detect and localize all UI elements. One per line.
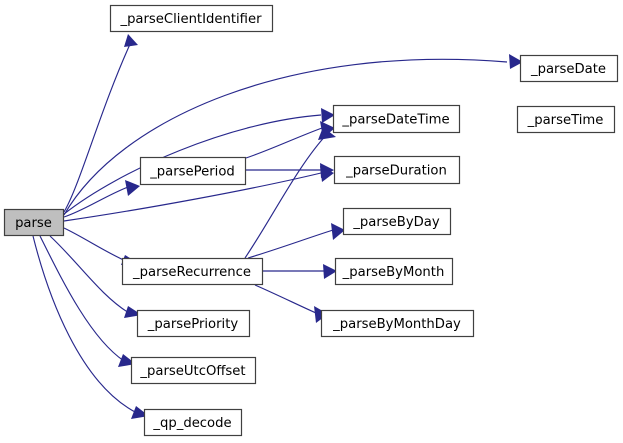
edge-parse-to-parseUtcOffset [39, 235, 136, 367]
node-box[interactable] [332, 104, 461, 134]
node-qpDecode[interactable]: _qp_decode [143, 408, 243, 437]
edge-line [254, 284, 317, 314]
node-parseByMonthDay[interactable]: _parseByMonthDay [320, 309, 475, 338]
edge-line [244, 132, 329, 259]
node-label: _parsePeriod [149, 165, 235, 180]
node-box[interactable] [342, 207, 452, 236]
node-label: _parseDate [530, 62, 606, 77]
node-parseByMonth[interactable]: _parseByMonth [334, 257, 454, 286]
edge-line [63, 172, 322, 222]
arrowhead-icon [321, 108, 335, 123]
node-parsePeriod[interactable]: _parsePeriod [139, 156, 247, 186]
arrowhead-icon [509, 54, 523, 69]
edge-line [63, 114, 322, 215]
edge-line [49, 235, 130, 314]
node-parseDuration[interactable]: _parseDuration [333, 155, 461, 185]
node-parseDate[interactable]: _parseDate [519, 54, 619, 83]
node-box[interactable] [333, 155, 461, 185]
node-box[interactable] [143, 408, 243, 437]
node-box[interactable] [136, 309, 251, 338]
arrowhead-icon [331, 223, 345, 240]
edge-line [63, 58, 508, 216]
arrowhead-icon [320, 163, 334, 178]
edge-parse-to-parsePeriod [63, 180, 140, 218]
edge-line [32, 235, 138, 414]
node-parse[interactable]: parse [3, 208, 65, 237]
node-parsePriority[interactable]: _parsePriority [136, 309, 251, 338]
node-box[interactable] [334, 257, 454, 286]
edge-line [245, 127, 323, 159]
node-label: _parseClientIdentifier [119, 12, 262, 27]
node-label: parse [15, 216, 52, 231]
arrowhead-icon [125, 180, 140, 196]
edge-line [63, 41, 132, 213]
node-parseUtcOffset[interactable]: _parseUtcOffset [130, 356, 257, 385]
edge-parseRecurrence-to-parseDateTime [244, 127, 336, 259]
node-label: _parseUtcOffset [139, 364, 245, 379]
edge-parse-to-parseClientIdentifier [63, 34, 138, 213]
node-label: _parseByDay [352, 215, 440, 230]
node-box[interactable] [139, 156, 247, 186]
node-box[interactable] [130, 356, 257, 385]
edge-parsePeriod-to-parseDuration [246, 163, 334, 178]
node-parseTime[interactable]: _parseTime [516, 105, 616, 134]
edge-parseRecurrence-to-parseByDay [247, 223, 345, 259]
edge-line [39, 235, 125, 362]
node-box[interactable] [121, 257, 264, 286]
edge-line [63, 227, 129, 263]
node-box[interactable] [3, 208, 65, 237]
node-label: _parseDateTime [341, 113, 449, 128]
edge-parseRecurrence-to-parseByMonth [263, 264, 337, 279]
node-label: _parseDuration [345, 164, 447, 179]
node-label: _parseTime [527, 113, 604, 128]
node-box[interactable] [320, 309, 475, 338]
edge-line [63, 186, 129, 218]
node-parseClientIdentifier[interactable]: _parseClientIdentifier [109, 4, 274, 33]
node-label: _parsePriority [147, 317, 239, 332]
node-box[interactable] [516, 105, 616, 134]
arrowhead-icon [323, 264, 337, 279]
node-parseDateTime[interactable]: _parseDateTime [332, 104, 461, 134]
edge-parse-to-parseDate [63, 54, 523, 216]
arrowhead-icon [318, 127, 336, 140]
node-label: _parseByMonth [342, 265, 445, 280]
node-parseByDay[interactable]: _parseByDay [342, 207, 452, 236]
node-label: _parseByMonthDay [332, 317, 461, 332]
edge-line [247, 229, 334, 259]
node-box[interactable] [519, 54, 619, 83]
arrowhead-icon [124, 34, 138, 47]
nodes-layer: parse _parseClientIdentifier _parseDate _pa… [3, 4, 619, 437]
node-label: _parseRecurrence [132, 265, 251, 280]
node-box[interactable] [109, 4, 274, 33]
node-label: _qp_decode [152, 416, 231, 431]
node-parseRecurrence[interactable]: _parseRecurrence [121, 257, 264, 286]
edge-parseRecurrence-to-parseByMonthDay [254, 284, 328, 323]
edge-parse-to-parseDateTime [63, 108, 335, 215]
